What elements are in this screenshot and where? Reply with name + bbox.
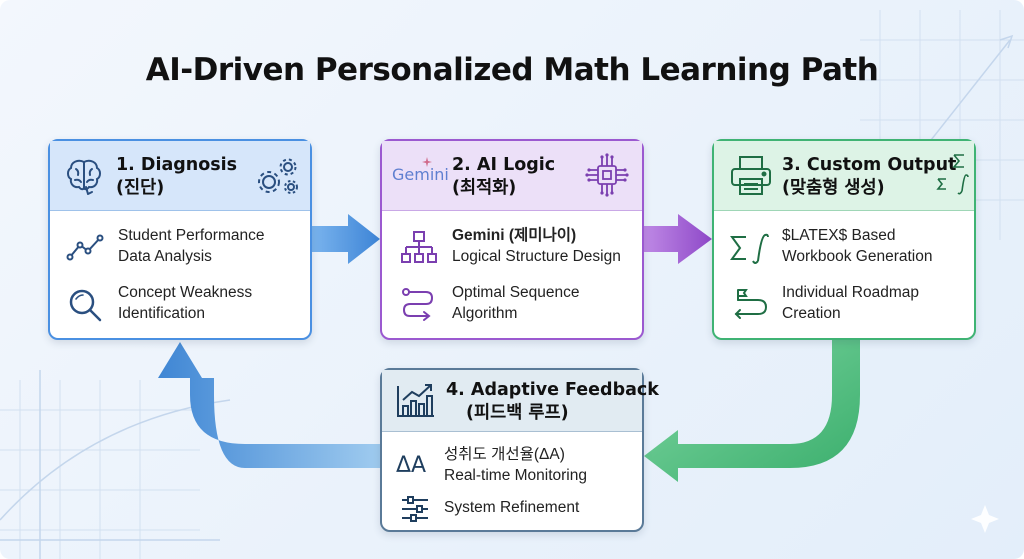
item-line2: Data Analysis: [118, 248, 212, 265]
line-chart-icon: [66, 234, 104, 261]
list-item-text: Concept Weakness Identification: [118, 282, 252, 324]
sparkle-icon: [422, 157, 432, 167]
list-item: Individual Roadmap Creation: [714, 282, 974, 328]
card-title: 2. AI Logic (최적화): [452, 154, 555, 200]
card-adaptive-feedback: 4. Adaptive Feedback (피드백 루프) ΔA 성취도 개선율…: [380, 368, 659, 532]
printer-icon: [731, 156, 771, 195]
item-line2: Algorithm: [452, 305, 518, 322]
card-ai-logic: Gemini 2. AI Logic (최적화): [380, 139, 644, 340]
bar-chart-icon: [397, 384, 434, 417]
card-title-line1: 3. Custom Output: [782, 155, 957, 175]
card-diagnosis: 1. Diagnosis (진단): [48, 139, 312, 340]
card-custom-output: 3. Custom Output (맞춤형 생성) $LATEX$ Based: [712, 139, 976, 340]
list-item: Optimal Sequence Algorithm: [382, 282, 642, 328]
item-line2: Workbook Generation: [782, 248, 933, 265]
list-item-text: Optimal Sequence Algorithm: [452, 282, 580, 324]
list-item-text: Gemini (제미나이) Logical Structure Design: [452, 225, 621, 267]
item-line1: Student Performance: [118, 227, 265, 244]
item-line1: Individual Roadmap: [782, 284, 920, 301]
card-header: 3. Custom Output (맞춤형 생성): [714, 141, 974, 211]
item-line1: Optimal Sequence: [452, 284, 580, 301]
route-icon: [402, 288, 434, 321]
card-title-line2: (맞춤형 생성): [782, 178, 885, 198]
card-title: 3. Custom Output (맞춤형 생성): [782, 154, 956, 200]
math-symbols-icon: [936, 154, 969, 195]
list-item: Gemini (제미나이) Logical Structure Design: [382, 225, 642, 271]
list-item: System Refinement: [382, 494, 642, 524]
item-line2: Real-time Monitoring: [444, 467, 587, 484]
list-item-text: Individual Roadmap Creation: [782, 282, 919, 324]
card-header: Gemini 2. AI Logic (최적화): [382, 141, 642, 211]
list-item-text: System Refinement: [444, 497, 579, 518]
delta-a-icon: ΔA: [396, 453, 427, 478]
sliders-icon: [402, 496, 428, 522]
list-item: $LATEX$ Based Workbook Generation: [714, 225, 974, 271]
sigma-integral-icon: [730, 233, 769, 264]
arrow-feedback-to-diagnosis: [158, 342, 380, 468]
card-title-line1: 4. Adaptive Feedback: [446, 380, 659, 400]
item-line1: $LATEX$ Based: [782, 227, 896, 244]
chip-icon: [585, 153, 629, 197]
card-header: 1. Diagnosis (진단): [50, 141, 310, 211]
magnifier-icon: [69, 289, 102, 322]
roadmap-icon: [734, 289, 768, 319]
item-line2: Logical Structure Design: [452, 248, 621, 265]
gears-icon: [258, 158, 298, 194]
card-title-line1: 1. Diagnosis: [116, 155, 238, 175]
list-item: ΔA 성취도 개선율(ΔA) Real-time Monitoring: [382, 444, 642, 488]
item-line1: Concept Weakness: [118, 284, 253, 301]
hierarchy-icon: [401, 231, 437, 263]
list-item-text: 성취도 개선율(ΔA) Real-time Monitoring: [444, 444, 587, 486]
card-title-line2: (피드백 루프): [466, 403, 569, 423]
card-title: 4. Adaptive Feedback (피드백 루프): [446, 379, 659, 425]
arrow-diagnosis-to-ai: [312, 214, 380, 264]
brain-icon: [67, 159, 101, 195]
item-line1: System Refinement: [444, 499, 580, 516]
card-title: 1. Diagnosis (진단): [116, 154, 237, 200]
list-item: Student Performance Data Analysis: [50, 225, 310, 271]
card-title-line2: (진단): [116, 178, 165, 198]
list-item: Concept Weakness Identification: [50, 282, 310, 328]
card-title-line1: 2. AI Logic: [452, 155, 556, 175]
page-title: AI-Driven Personalized Math Learning Pat…: [145, 52, 879, 88]
list-item-text: Student Performance Data Analysis: [118, 225, 264, 267]
list-item-text: $LATEX$ Based Workbook Generation: [782, 225, 933, 267]
item-line2: Creation: [782, 305, 841, 322]
arrow-ai-to-output: [642, 214, 712, 264]
item-line2: Identification: [118, 305, 206, 322]
card-header: 4. Adaptive Feedback (피드백 루프): [382, 370, 659, 432]
item-line1: 성취도 개선율(ΔA): [444, 446, 565, 463]
arrow-output-to-feedback: [644, 340, 860, 482]
gemini-logo: Gemini: [392, 165, 449, 184]
item-line1: Gemini (제미나이): [452, 227, 577, 244]
card-title-line2: (최적화): [452, 178, 517, 198]
